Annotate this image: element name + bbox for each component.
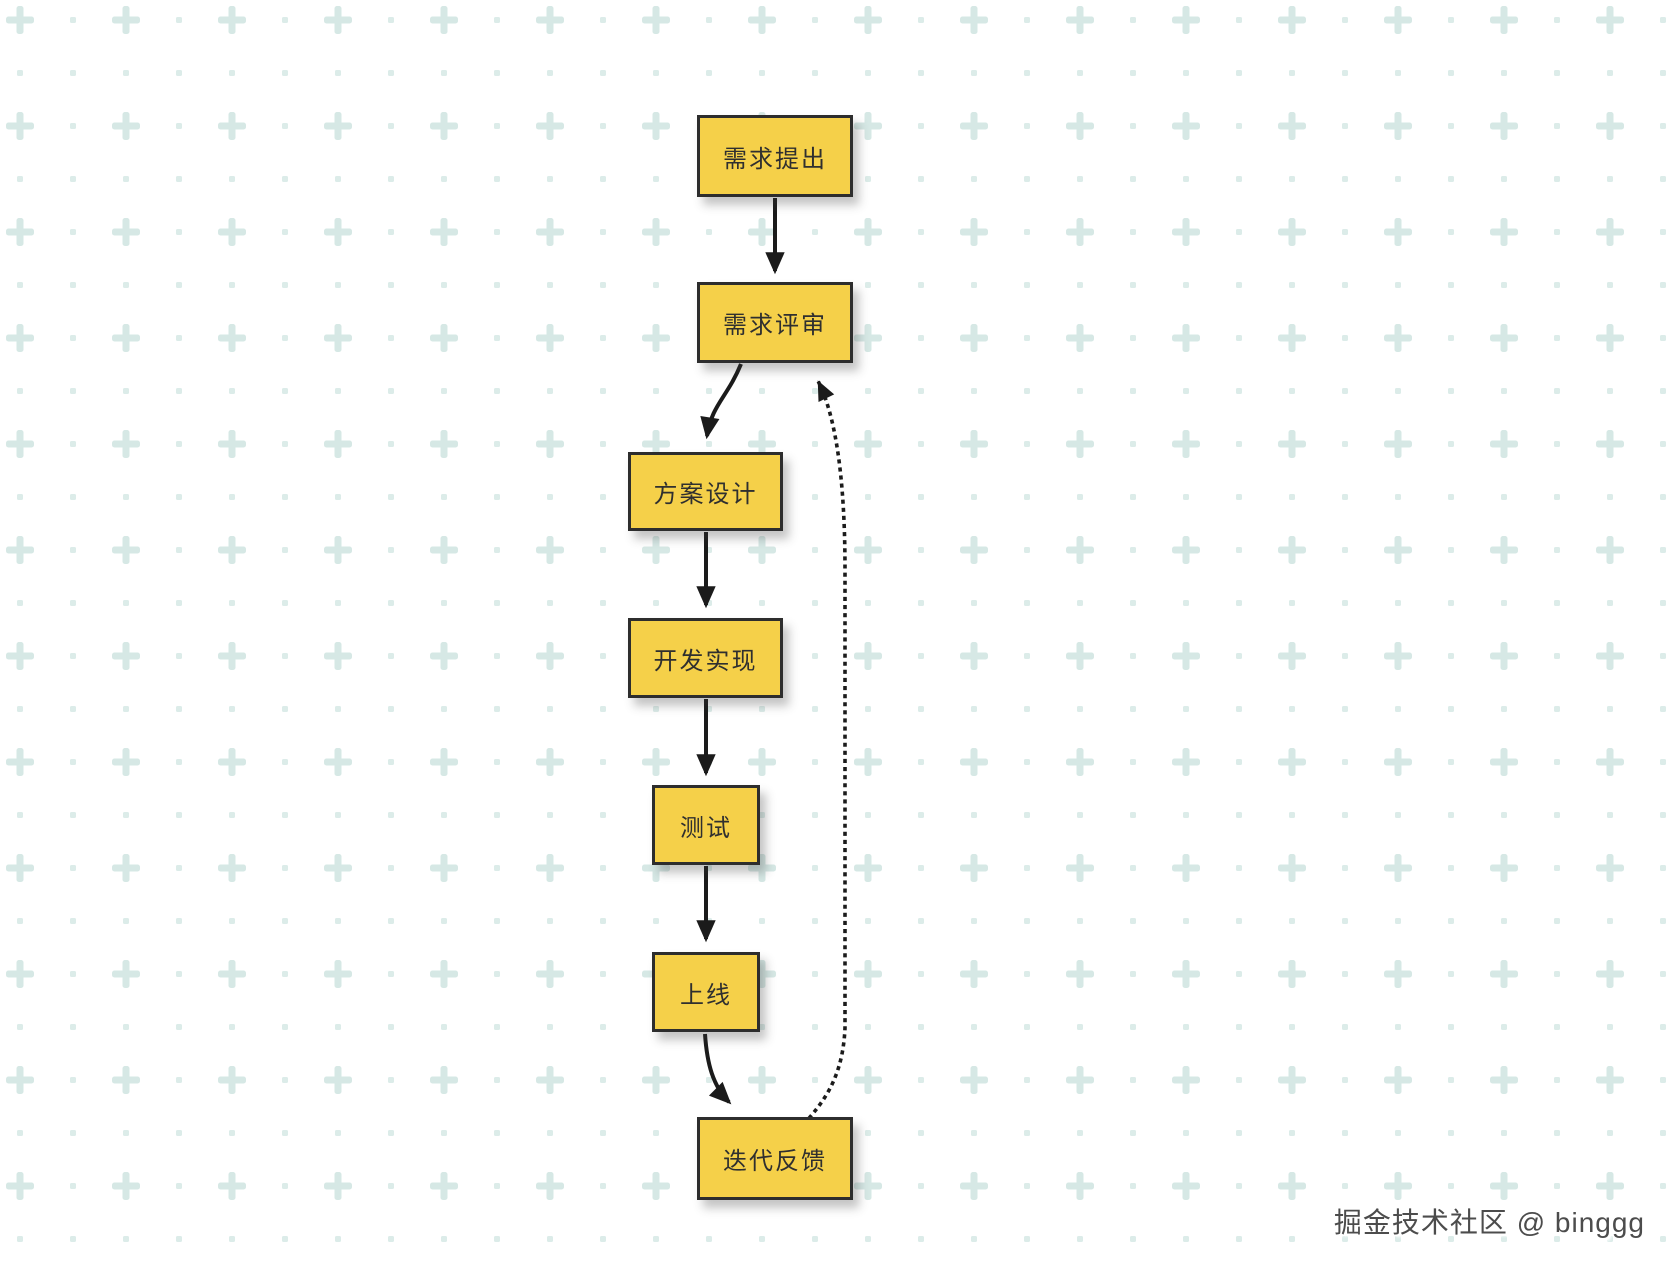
node-iteration-feedback: 迭代反馈 (697, 1117, 853, 1200)
node-launch: 上线 (652, 952, 760, 1032)
node-testing: 测试 (652, 785, 760, 865)
node-solution-design: 方案设计 (628, 452, 783, 531)
edge-launch-to-feedback (703, 1033, 732, 1105)
edge-feedback-to-review-dotted (807, 380, 847, 1120)
edge-review-to-design (700, 363, 743, 440)
watermark-text: 掘金技术社区 @ binggg (1333, 1207, 1645, 1238)
node-dev-implementation: 开发实现 (628, 618, 783, 698)
node-requirement-review: 需求评审 (697, 282, 853, 363)
node-requirement-proposal: 需求提出 (697, 115, 853, 197)
